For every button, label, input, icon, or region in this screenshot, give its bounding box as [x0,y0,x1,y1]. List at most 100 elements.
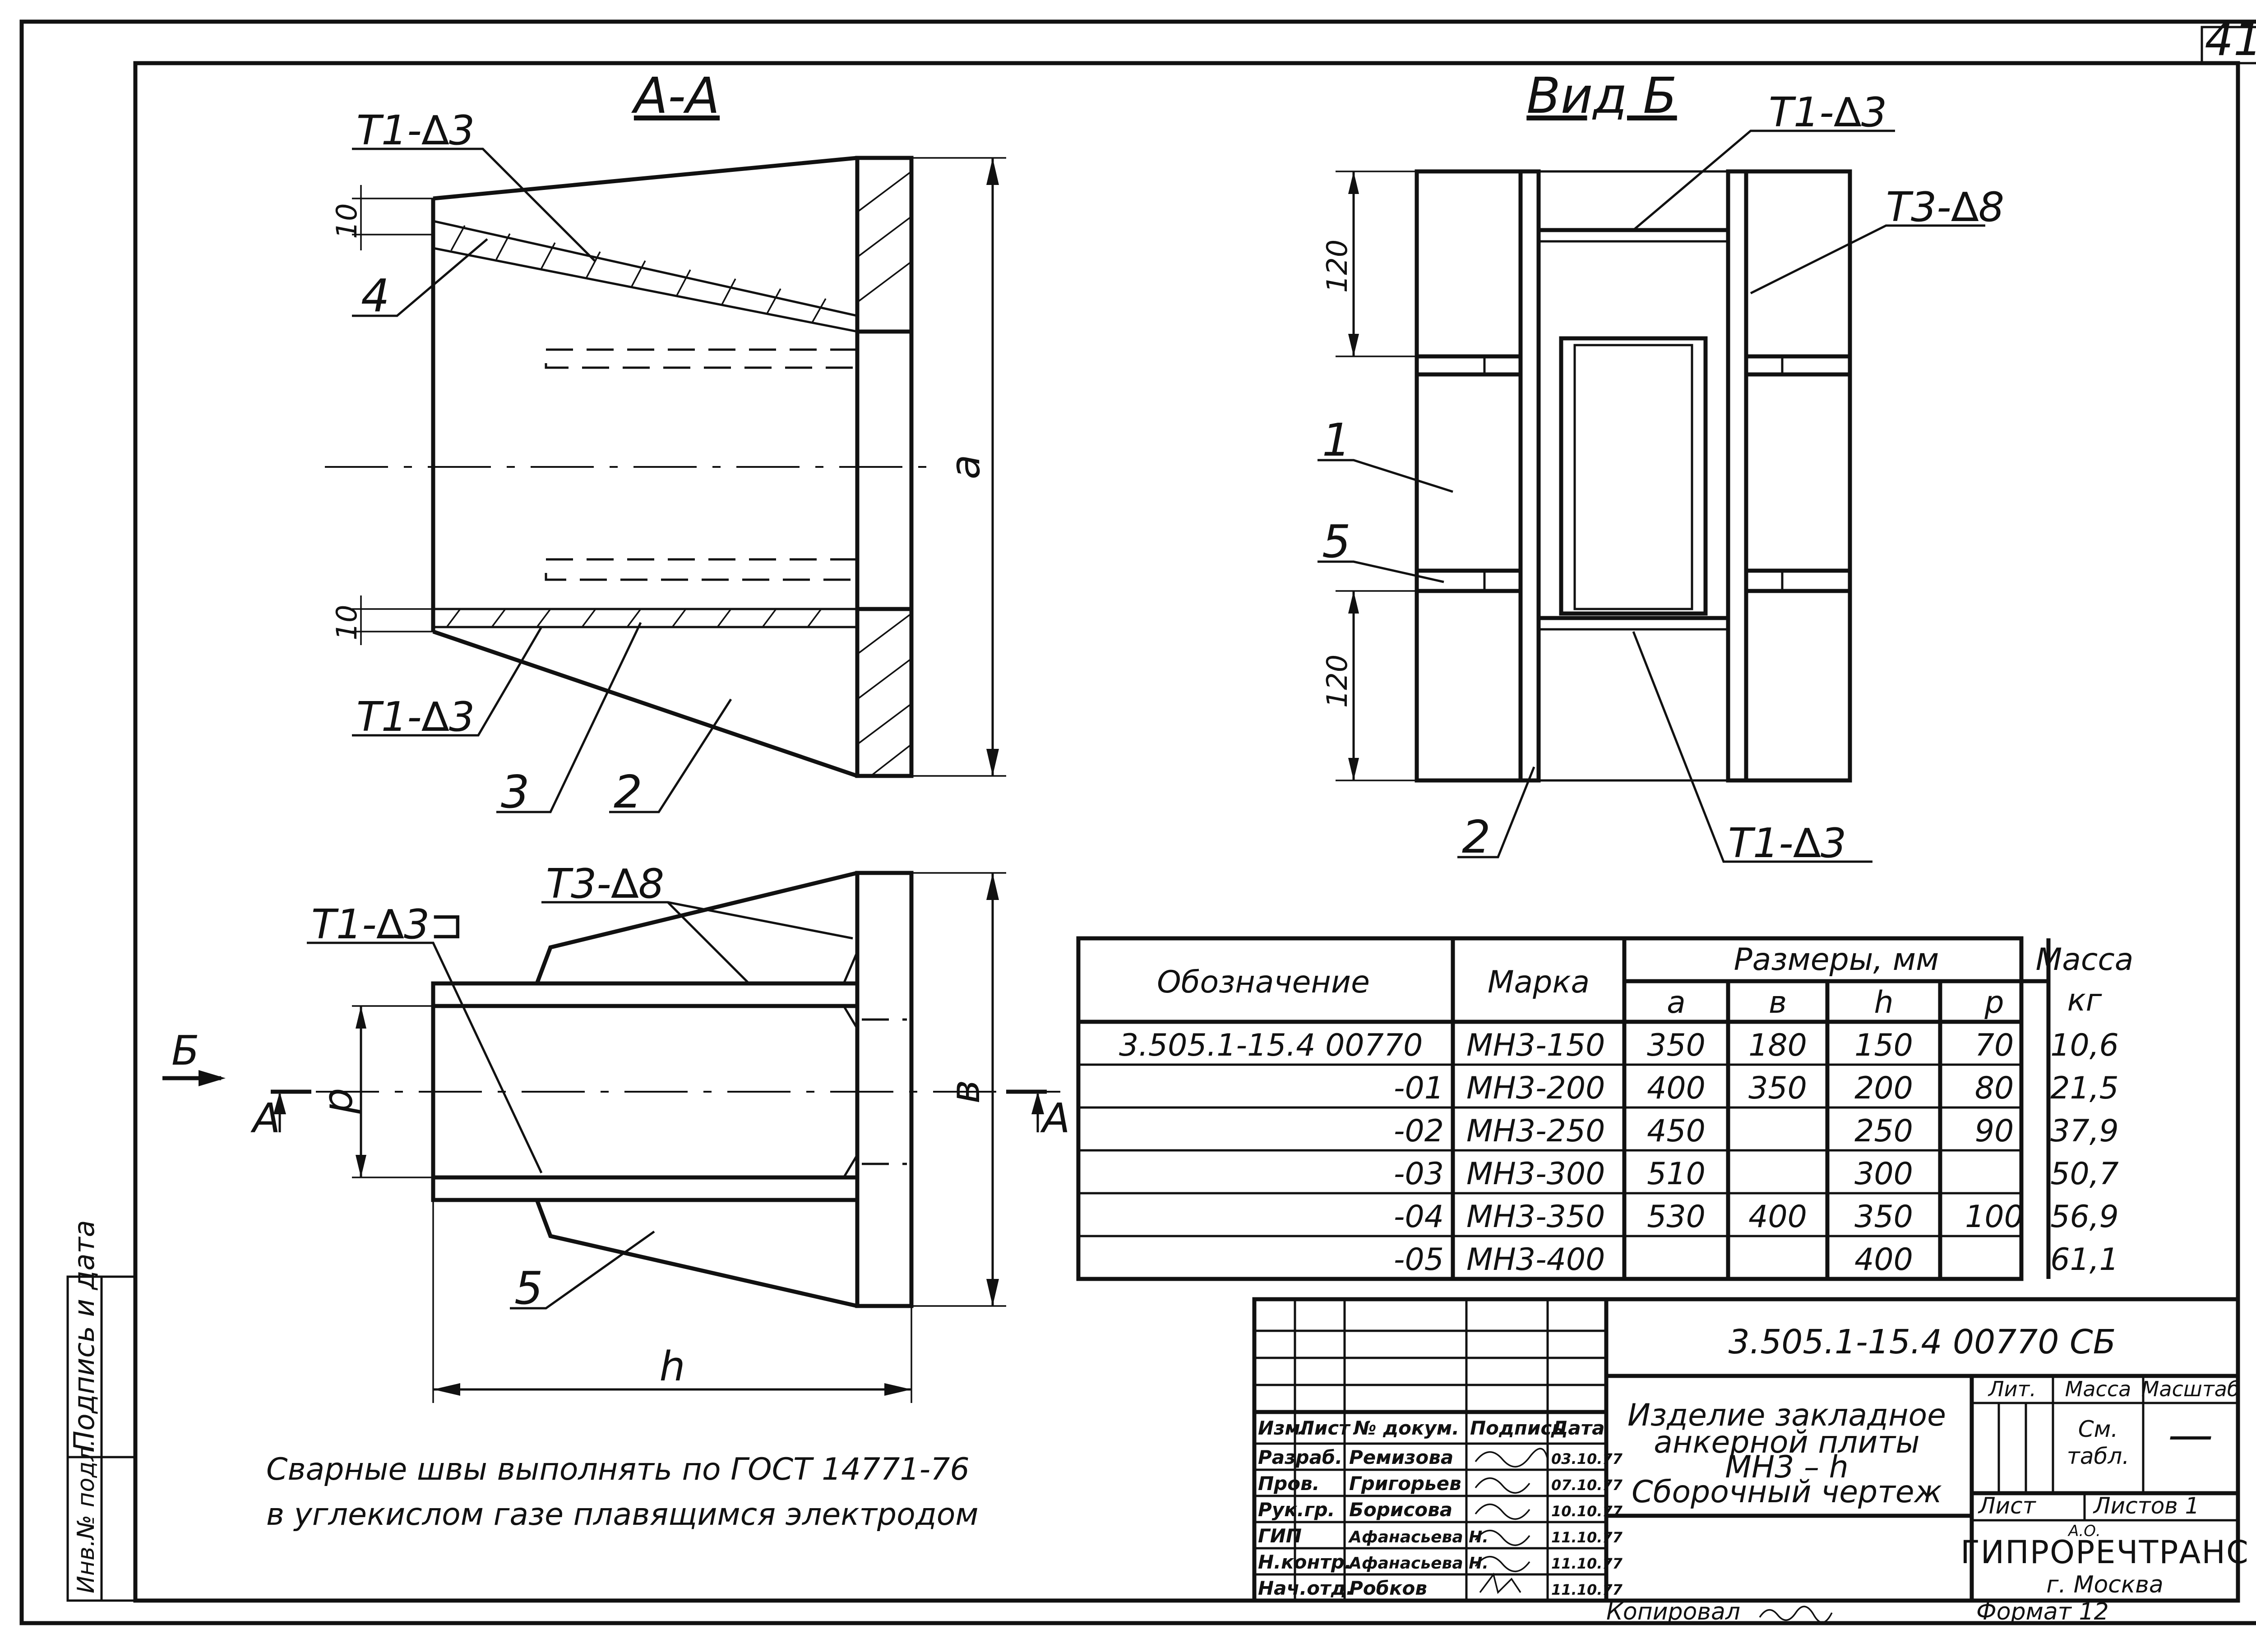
section-aa-pos-2: 2 [614,766,643,818]
tb-name-3: Афанасьева Н. [1348,1528,1489,1546]
view-b-weld-right: Т3-∆8 [1886,184,2004,231]
outer-border [19,19,2256,1625]
table-header-p: p [1984,985,2004,1020]
tb-scale-value: — [2168,1408,2213,1461]
row-1-designation: -01 [1394,1071,1444,1106]
row-4-p: 100 [1965,1199,2024,1235]
view-b-weld-top: Т1-∆3 [1769,89,1887,136]
plan-dim-p: p [314,1088,362,1114]
tb-mass: Масса [2065,1377,2131,1401]
tb-name-line-2: анкерной плиты [1654,1425,1920,1460]
view-b-dim-120-bottom: 120 [1321,655,1354,708]
row-2-designation: -02 [1394,1113,1444,1149]
tb-role-5: Нач.отд. [1258,1577,1353,1599]
row-3-designation: -03 [1394,1156,1444,1192]
tb-name-4: Афанасьева Н. [1348,1554,1489,1573]
tb-org: ГИПРОРЕЧТРАНС [1960,1534,2249,1571]
tb-role-4: Н.контр. [1258,1551,1352,1573]
section-aa-dim-10-top: 10 [330,203,363,239]
side-stamp-inventory: Инв.№ подл. [73,1439,100,1593]
sheet-number: 41 [2205,13,2256,66]
tb-lit: Лит. [1988,1377,2036,1401]
table-header-a: a [1667,985,1686,1020]
section-aa: А-А [325,67,1006,818]
inner-frame [133,61,2240,1603]
plan-weld-left: Т1-∆3⊐ [311,901,464,948]
tb-col-list: Лист [1298,1417,1351,1439]
section-aa-pos-4: 4 [361,269,390,322]
tb-role-2: Рук.гр. [1258,1499,1335,1521]
table-header-b: в [1769,985,1787,1020]
tb-date-5: 11.10.77 [1551,1581,1623,1598]
sheet-number-box [2201,26,2256,65]
tb-col-docnum: № докум. [1353,1417,1459,1439]
row-2-a: 450 [1647,1113,1706,1149]
tb-name-line-4: Сборочный чертеж [1632,1474,1942,1510]
side-stamp-signature: Подпись и дата [68,1220,101,1452]
view-b-pos-1: 1 [1322,414,1351,466]
row-3-h: 300 [1854,1156,1913,1192]
table-header-designation: Обозначение [1157,964,1370,1000]
copier-signature-mark [1759,1606,1833,1624]
section-aa-dim-a: a [942,454,989,479]
signature-mark [1475,1504,1530,1520]
plan-arrow-b: Б [171,1027,199,1075]
tb-date-1: 07.10.77 [1551,1477,1623,1494]
row-0-p: 70 [1975,1028,2014,1063]
row-5-h: 400 [1854,1242,1913,1278]
title-block: Изм. Лист № докум. Подпись Дата Разраб. … [1252,1297,2249,1603]
row-1-p: 80 [1975,1071,2014,1106]
table-header-mass-unit: кг [2067,983,2103,1018]
tb-name-1: Григорьев [1349,1472,1461,1495]
row-0-mass: 10,6 [2050,1028,2118,1063]
row-2-mass: 37,9 [2050,1113,2118,1149]
table-header-mark: Марка [1488,964,1590,1000]
tb-city: г. Москва [2046,1571,2164,1598]
tb-name-2: Борисова [1349,1499,1452,1521]
row-2-p: 90 [1975,1113,2014,1149]
row-2-h: 250 [1854,1113,1913,1149]
row-2-mark: МН3-250 [1466,1113,1605,1149]
row-0-b: 180 [1748,1028,1807,1063]
view-b-pos-2: 2 [1462,811,1491,863]
row-4-mark: МН3-350 [1466,1199,1605,1235]
plan-weld-top: Т3-∆8 [546,860,664,908]
row-1-a: 400 [1647,1071,1706,1106]
section-aa-pos-3: 3 [501,766,530,818]
row-4-a: 530 [1647,1199,1706,1235]
section-aa-title: А-А [631,67,720,125]
tb-name-0: Ремизова [1349,1446,1453,1468]
tb-role-3: ГИП [1258,1525,1302,1547]
plan-view: А А Б p в h Т1-∆3⊐ Т3-∆8 [162,860,1070,1403]
view-b: Вид Б 120 [1318,67,2004,867]
row-3-mark: МН3-300 [1466,1156,1605,1192]
row-1-mass: 21,5 [2050,1071,2118,1106]
row-4-b: 400 [1748,1199,1807,1235]
tb-date-4: 11.10.77 [1551,1555,1623,1572]
tb-doc-code: 3.505.1-15.4 00770 СБ [1729,1323,2116,1361]
tb-name-line-3: МН3 – h [1725,1449,1848,1485]
signature-mark [1475,1448,1549,1467]
tb-col-izm: Изм. [1258,1417,1308,1439]
row-4-designation: -04 [1394,1199,1444,1235]
table-header-sizes: Размеры, мм [1734,942,1939,978]
signature-mark [1479,1573,1521,1594]
tb-date-0: 03.10.77 [1551,1450,1623,1467]
row-4-h: 350 [1854,1199,1913,1235]
row-0-designation: 3.505.1-15.4 00770 [1119,1028,1423,1063]
section-aa-weld-top: Т1-∆3 [356,107,475,154]
plan-dim-b: в [942,1080,989,1103]
view-b-dim-120-top: 120 [1321,240,1354,293]
side-stamp: Подпись и дата Инв.№ подл. [66,1220,137,1602]
row-0-h: 150 [1854,1028,1913,1063]
row-1-mark: МН3-200 [1466,1071,1605,1106]
tb-name-line-1: Изделие закладное [1627,1398,1946,1433]
row-1-h: 200 [1854,1071,1913,1106]
tb-mass-value-1: См. [2078,1416,2118,1442]
row-5-mass: 61,1 [2050,1242,2118,1278]
signature-mark [1475,1556,1530,1572]
row-0-mark: МН3-150 [1466,1028,1605,1063]
tb-role-1: Пров. [1258,1472,1320,1495]
signature-mark [1475,1477,1530,1494]
